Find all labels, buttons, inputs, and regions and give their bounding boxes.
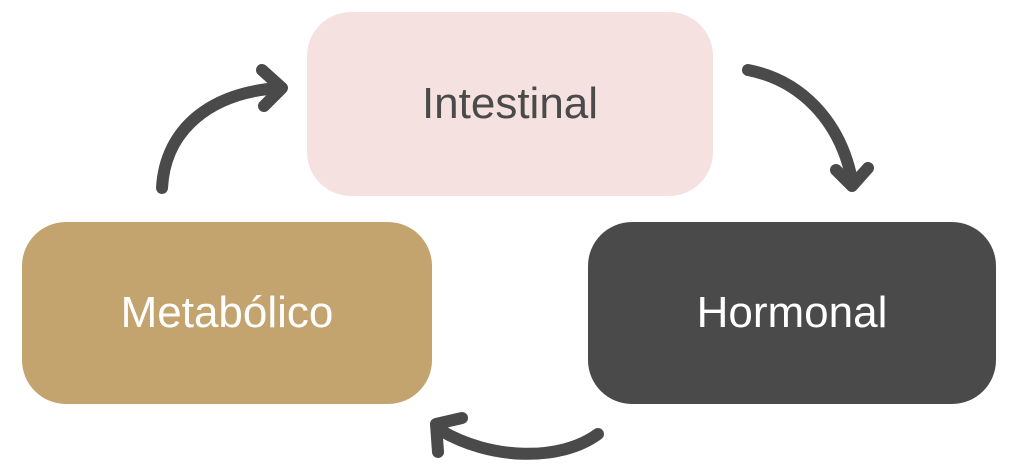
arrow-intestinal-to-hormonal (742, 64, 874, 192)
arrow-metabolico-to-intestinal (156, 64, 288, 194)
node-hormonal: Hormonal (588, 222, 996, 404)
node-label: Hormonal (696, 288, 888, 337)
node-label: Metabólico (120, 288, 334, 337)
node-metabolico: Metabólico (22, 222, 432, 404)
node-label: Intestinal (421, 79, 599, 128)
node-intestinal: Intestinal (307, 12, 713, 196)
arrow-hormonal-to-metabolico (430, 412, 604, 460)
